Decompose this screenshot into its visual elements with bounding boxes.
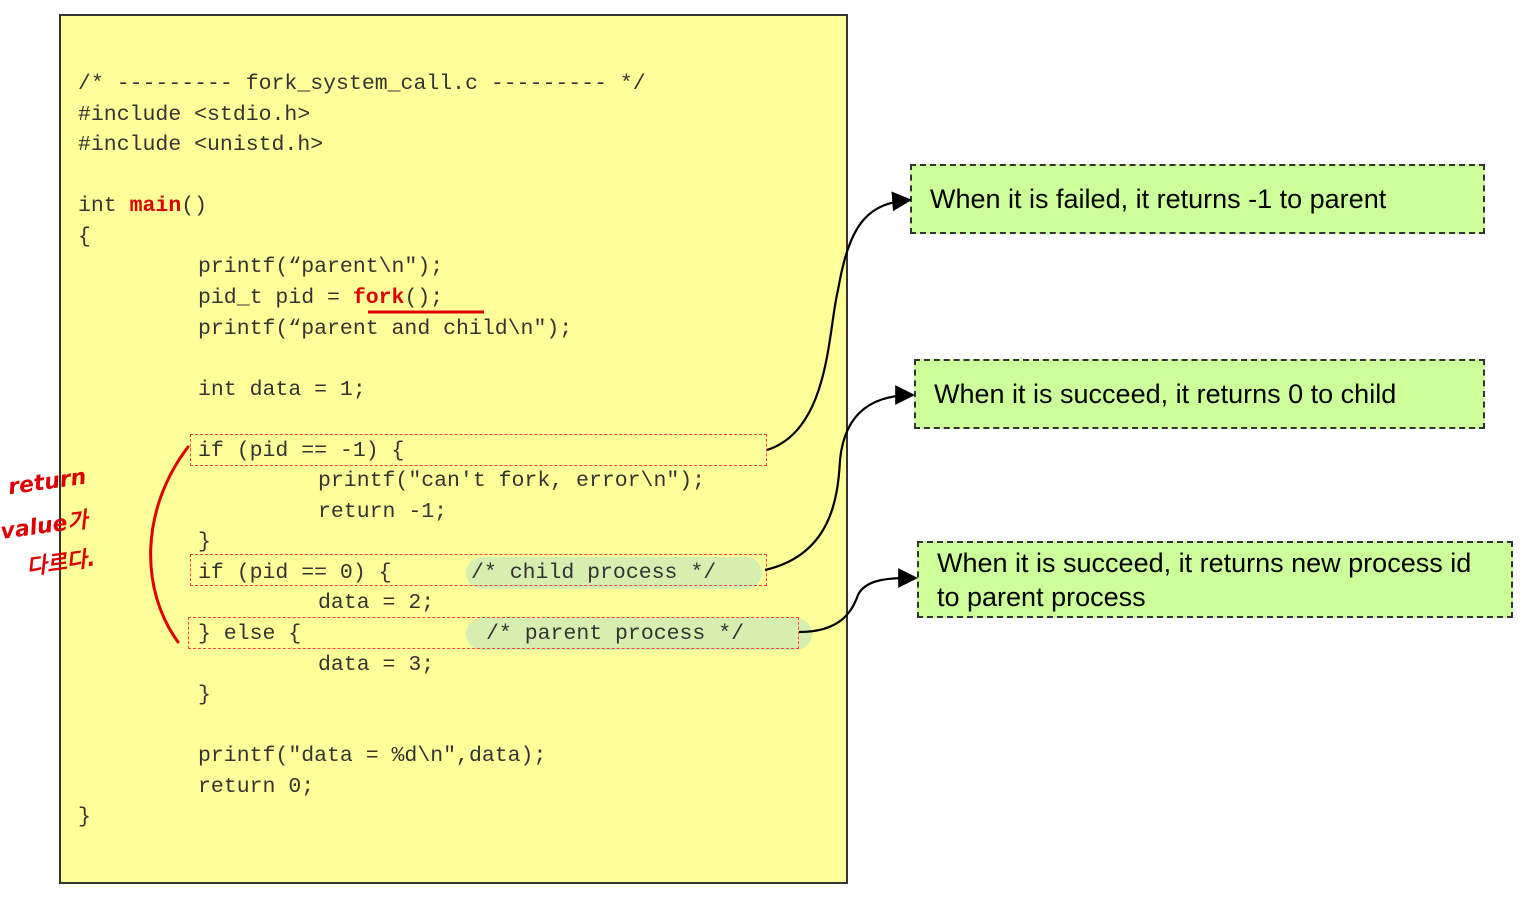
code-child-comment: /* child process */: [471, 561, 717, 585]
code-if-child: if (pid == 0) {: [198, 561, 392, 585]
code-main-signature: int main(): [78, 194, 207, 218]
code-fork-parens: ();: [404, 286, 444, 310]
code-main-parens: (): [181, 194, 208, 218]
code-main-name: main: [129, 194, 182, 218]
code-parent-comment: /* parent process */: [486, 622, 745, 646]
parent-comment-highlight: [466, 618, 812, 650]
code-printf-data: printf("data = %d\n",data);: [198, 744, 547, 768]
code-header-comment: /* --------- fork_system_call.c --------…: [78, 72, 646, 96]
code-printf-both: printf(“parent and child\n");: [198, 317, 573, 341]
code-printf-parent: printf(“parent\n");: [198, 255, 444, 279]
if-fail-highlight-box: [190, 434, 767, 466]
code-else: } else {: [198, 622, 302, 646]
code-printf-error: printf("can't fork, error\n");: [318, 469, 706, 493]
code-data-3: data = 3;: [318, 653, 435, 677]
code-if-fail: if (pid == -1) {: [198, 439, 405, 463]
code-close-brace-2: }: [198, 683, 211, 707]
connector-failed: [766, 191, 912, 452]
code-int-data: int data = 1;: [198, 378, 366, 402]
code-pid-fork: pid_t pid = fork();: [198, 286, 443, 310]
code-fork-name: fork: [352, 286, 405, 310]
handwriting-bracket: [149, 445, 190, 644]
code-include-stdio: #include <stdio.h>: [78, 103, 311, 127]
note-child: When it is succeed, it returns 0 to chil…: [914, 359, 1485, 429]
code-include-unistd: #include <unistd.h>: [78, 133, 324, 157]
code-data-2: data = 2;: [318, 591, 435, 615]
connector-parent: [798, 568, 918, 634]
code-return-zero: return 0;: [198, 775, 315, 799]
code-pid-decl: pid_t pid =: [198, 286, 353, 310]
else-highlight-box: [188, 617, 799, 649]
note-parent: When it is succeed, it returns new proce…: [917, 541, 1513, 618]
code-int-keyword: int: [78, 194, 130, 218]
connector-child: [764, 385, 915, 572]
code-close-brace-1: }: [198, 530, 211, 554]
code-close-main: }: [78, 805, 91, 829]
note-failed: When it is failed, it returns -1 to pare…: [910, 164, 1485, 234]
code-open-brace: {: [78, 225, 91, 249]
child-comment-highlight: [466, 557, 762, 589]
code-return-neg: return -1;: [318, 500, 448, 524]
